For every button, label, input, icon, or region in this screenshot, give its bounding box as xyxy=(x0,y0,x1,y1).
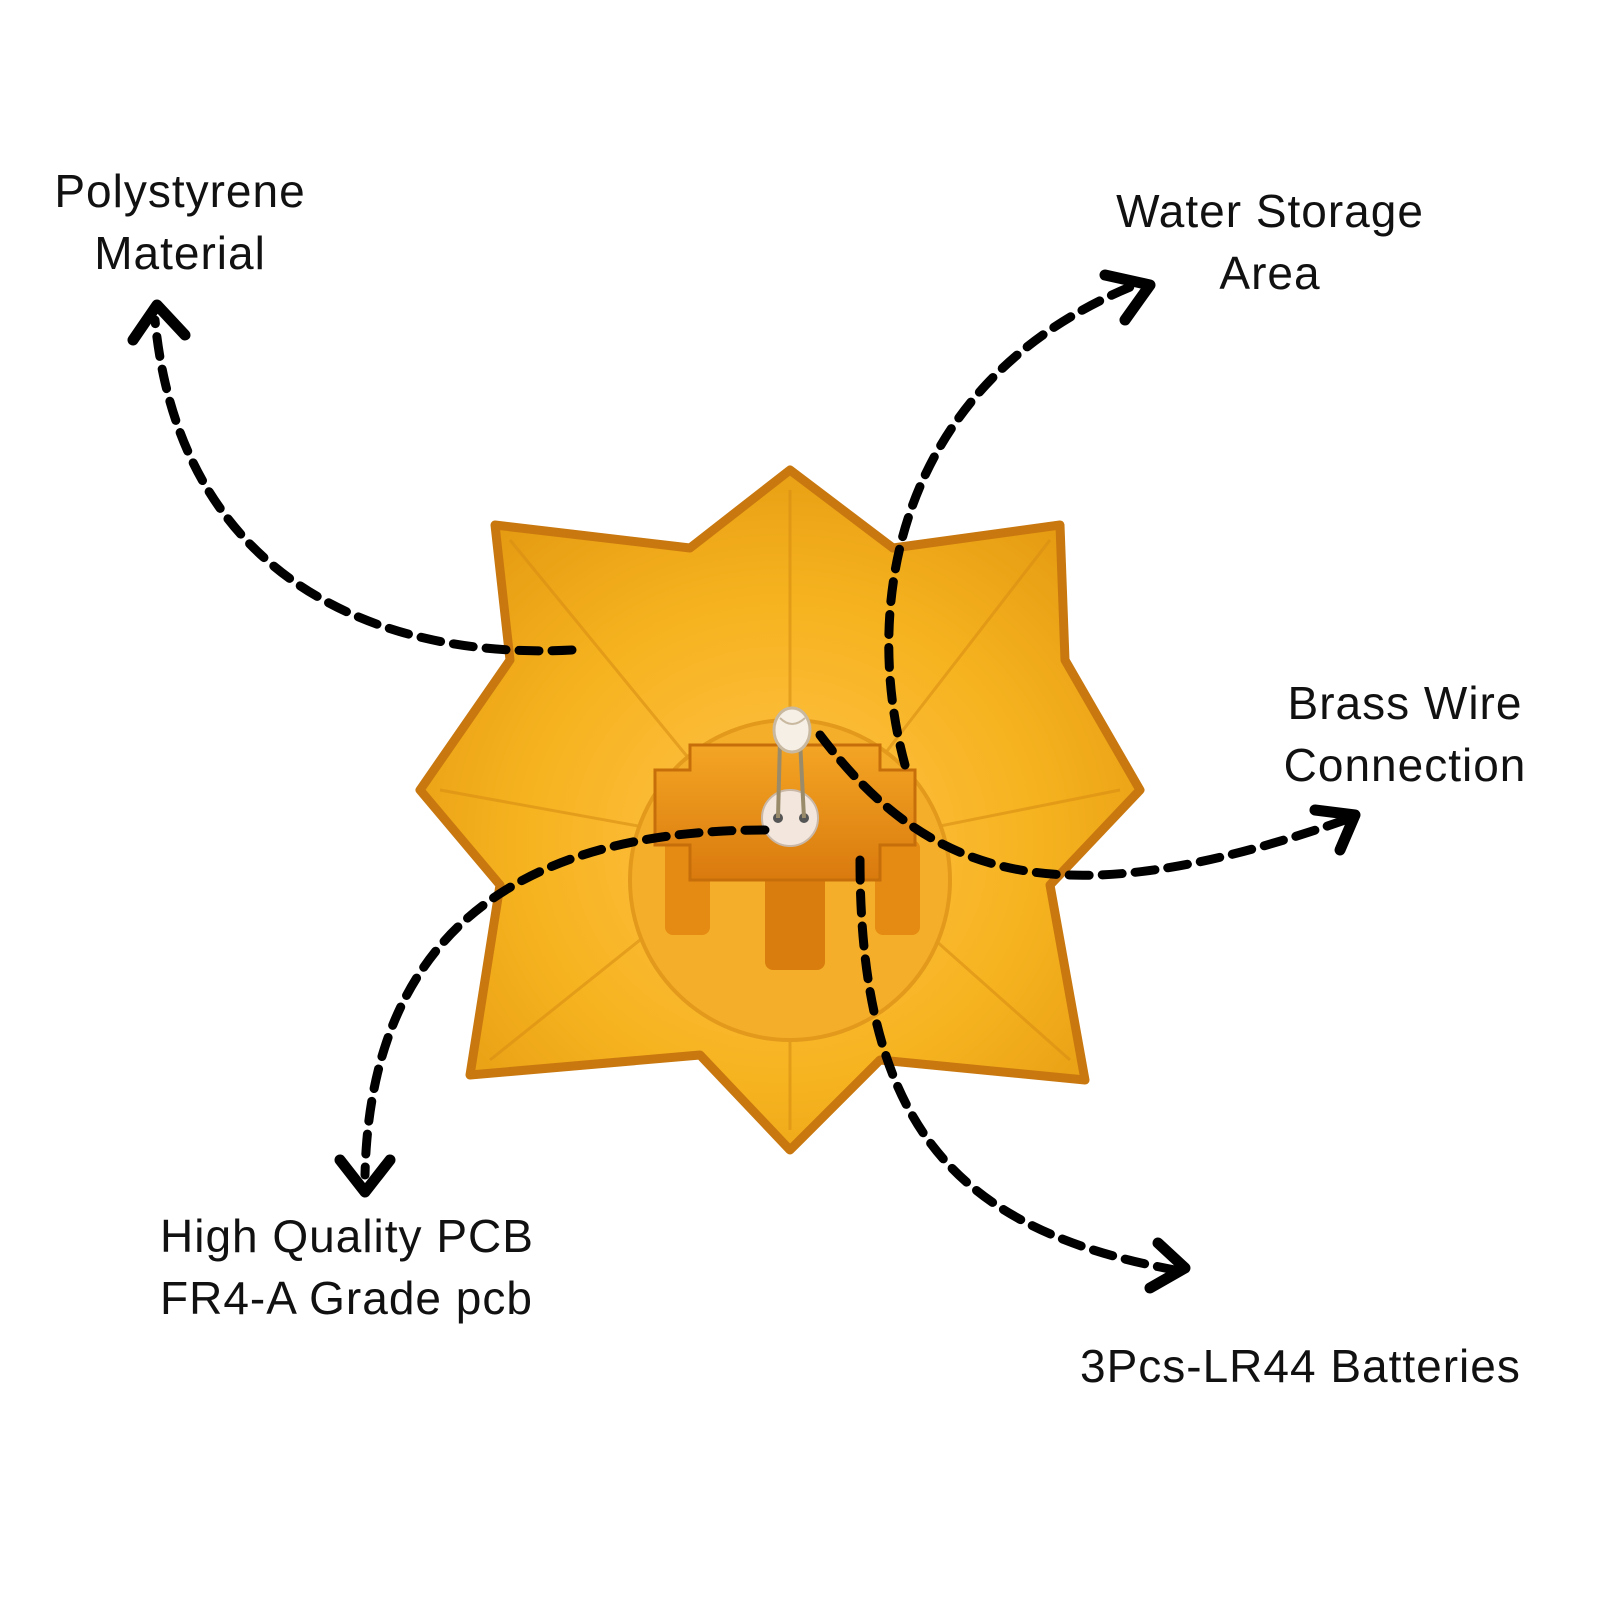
label-line: Brass Wire xyxy=(1287,677,1523,729)
label-brass-wire-connection: Brass Wire Connection xyxy=(1250,672,1560,796)
pcb-pad xyxy=(761,789,819,847)
arrow-brass xyxy=(815,730,1350,880)
led-bulb xyxy=(772,706,812,819)
label-line: 3Pcs-LR44 Batteries xyxy=(1080,1340,1521,1392)
label-line: FR4-A Grade pcb xyxy=(160,1272,533,1324)
arrow-brass-head xyxy=(1309,804,1361,856)
label-high-quality-pcb: High Quality PCB FR4-A Grade pcb xyxy=(160,1205,534,1329)
label-water-storage-area: Water Storage Area xyxy=(1100,180,1440,304)
arrow-batteries-head xyxy=(1144,1237,1191,1294)
callout-arrows xyxy=(127,269,1361,1294)
arrow-polystyrene-head xyxy=(127,299,191,346)
label-lr44-batteries: 3Pcs-LR44 Batteries xyxy=(1080,1335,1521,1397)
arrow-water-head xyxy=(1099,269,1156,326)
label-line: Material xyxy=(94,227,266,279)
flower-feeder-body xyxy=(415,465,1145,1155)
arrow-batteries xyxy=(855,855,1180,1275)
label-line: Water Storage xyxy=(1116,185,1424,237)
label-line: Area xyxy=(1219,247,1321,299)
label-polystyrene-material: Polystyrene Material xyxy=(20,160,340,284)
arrow-polystyrene xyxy=(150,315,577,656)
arrow-pcb xyxy=(360,825,770,1180)
label-line: Connection xyxy=(1283,739,1527,791)
label-line: High Quality PCB xyxy=(160,1210,534,1262)
battery-holder xyxy=(653,743,920,970)
label-line: Polystyrene xyxy=(54,165,306,217)
arrow-water xyxy=(884,280,1140,770)
arrow-pcb-head xyxy=(334,1154,396,1198)
